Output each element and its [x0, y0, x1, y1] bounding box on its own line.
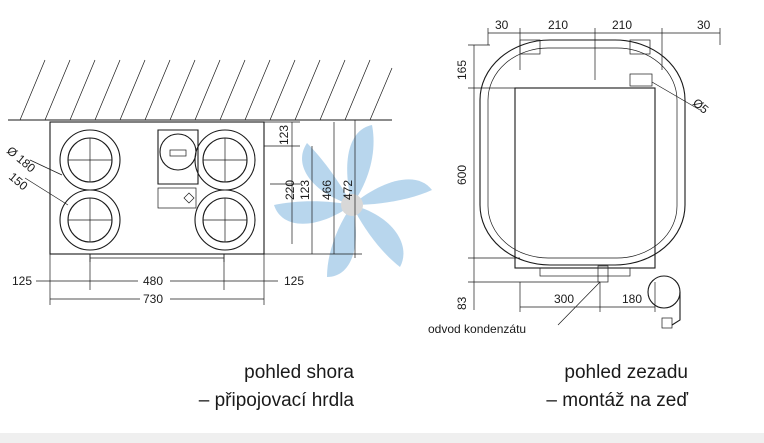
dim-180: 180 — [622, 292, 642, 306]
caption-back-view-line2: – montáž na zeď — [546, 390, 688, 411]
top-view-vertical-dims — [264, 119, 362, 258]
dim-210-left: 210 — [548, 18, 568, 32]
dim-300: 300 — [554, 292, 574, 306]
duct-spigot-top-right — [194, 129, 256, 191]
dim-diameter-180: Ø 180 — [4, 144, 38, 176]
duct-spigot-bottom-left — [59, 189, 121, 251]
dim-730: 730 — [143, 292, 163, 306]
dim-30-right: 30 — [697, 18, 711, 32]
top-view-drawing: 123 220 123 466 472 Ø 180 150 125 480 12… — [4, 59, 393, 411]
dim-125-left: 125 — [12, 274, 32, 288]
condensate-hose — [647, 275, 681, 309]
control-box — [157, 129, 199, 209]
back-view-bottom-dims — [519, 282, 656, 312]
footer-bar — [0, 433, 764, 443]
caption-top-view-line1: pohled shora — [244, 362, 354, 383]
dim-165: 165 — [455, 60, 469, 80]
dim-diameter-5: Ø5 — [690, 96, 712, 117]
duct-spigot-top-left — [59, 129, 121, 191]
unit-outline-back — [479, 39, 686, 266]
dim-123-top: 123 — [277, 125, 291, 145]
dim-472: 472 — [341, 180, 355, 200]
fan-logo-watermark — [274, 125, 432, 277]
dim-480: 480 — [143, 274, 163, 288]
caption-back-view-line1: pohled zezadu — [564, 362, 688, 383]
dim-600: 600 — [455, 165, 469, 185]
dim-220: 220 — [283, 180, 297, 200]
duct-spigot-bottom-right — [194, 189, 256, 251]
back-view-drawing: 30 210 210 30 165 600 83 Ø5 — [428, 18, 721, 411]
condensate-label: odvod kondenzátu — [428, 322, 526, 336]
unit-body-back — [514, 87, 656, 269]
back-view-vertical-dims — [468, 44, 600, 310]
top-view-horizontal-dims — [36, 254, 278, 305]
dim-466: 466 — [320, 180, 334, 200]
dim-83: 83 — [455, 296, 469, 310]
wall-hatching — [19, 59, 393, 121]
dim-30-left: 30 — [495, 18, 509, 32]
dim-125-right: 125 — [284, 274, 304, 288]
dim-210-right: 210 — [612, 18, 632, 32]
caption-top-view-line2: – připojovací hrdla — [199, 390, 355, 411]
dim-123-mid: 123 — [298, 180, 312, 200]
unit-body-top — [49, 121, 265, 255]
